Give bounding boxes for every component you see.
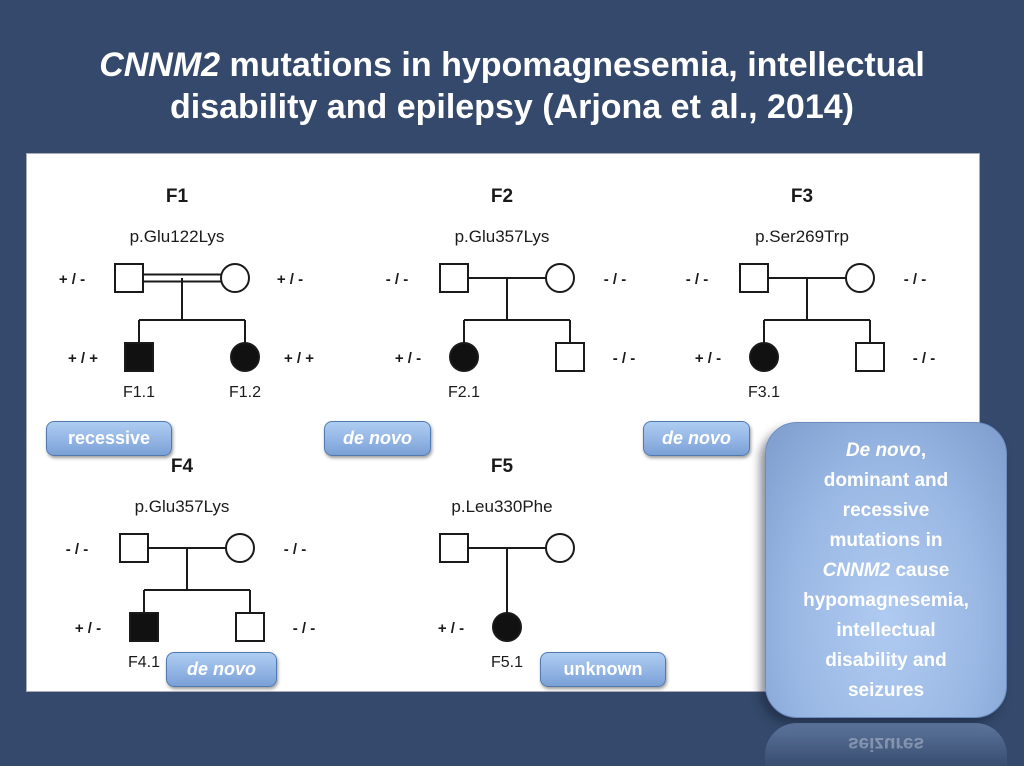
father-symbol [119,533,149,563]
callout-line: De novo, [766,436,1006,466]
callout-reflection: seizures [765,723,1007,766]
child-genotype-label: - / - [293,620,316,637]
text-segment: mutations in hypomagnesemia, intellectua… [220,46,925,84]
text-segment: cause [890,560,950,581]
child-name-label: F3.1 [748,384,780,401]
text-segment: seizures [847,680,925,701]
family-id-label: F5 [491,456,514,477]
child-genotype-label: + / - [75,620,101,637]
mutation-label: p.Glu122Lys [130,227,225,246]
family-id-label: F2 [491,186,513,207]
mother-symbol [225,533,255,563]
child-name-label: F4.1 [128,654,160,671]
father-genotype-label: - / - [386,271,409,288]
mother-symbol [545,533,575,563]
child-genotype-label: - / - [913,350,936,367]
mutation-label: p.Glu357Lys [455,227,550,246]
family-id-label: F1 [166,186,189,207]
child-name-label: F1.2 [229,384,261,401]
annotation-badge-de-novo: de novo [166,652,277,687]
child-genotype-label: - / - [613,350,636,367]
mother-symbol [845,263,875,293]
family-id-label: F3 [791,186,813,207]
mother-genotype-label: - / - [904,271,927,288]
child-symbol-f2.1 [449,342,479,372]
callout-line: disability and [766,646,1006,676]
text-segment: mutations in [829,530,943,551]
father-genotype-label: + / - [59,271,85,288]
slide-title: CNNM2 mutations in hypomagnesemia, intel… [30,44,994,128]
badge-label: de novo [186,659,256,679]
child-symbol-f4.1 [129,612,159,642]
callout-line: dominant and [766,466,1006,496]
text-segment: De novo [845,440,921,461]
child-genotype-label: + / + [284,350,314,367]
text-segment: intellectual [836,620,936,641]
child-name-label: F1.1 [123,384,155,401]
annotation-badge-de-novo: de novo [324,421,431,456]
title-line: disability and epilepsy (Arjona et al., … [30,86,994,128]
badge-label: de novo [661,428,731,448]
child-symbol-f1.2 [230,342,260,372]
father-symbol [439,263,469,293]
father-symbol [739,263,769,293]
text-segment: CNNM2 [99,46,221,84]
callout-reflection-text: seizures [847,733,925,754]
text-segment: CNNM2 [822,560,891,581]
mother-genotype-label: - / - [284,541,307,558]
mutation-label: p.Ser269Trp [755,227,849,246]
child-symbol-f1.1 [124,342,154,372]
text-segment: disability and [825,650,947,671]
pedigree-f4: F4 p.Glu357Lys - / - - / - + / - F4.1 - / - [66,456,316,671]
mother-genotype-label: + / - [277,271,303,288]
mother-symbol [220,263,250,293]
father-symbol [439,533,469,563]
badge-label: unknown [563,659,643,679]
text-segment: hypomagnesemia, [803,590,969,611]
family-id-label: F4 [171,456,194,477]
text-segment: disability and epilepsy (Arjona et al., … [169,88,854,126]
pedigree-f3: F3 p.Ser269Trp - / - - / - + / - F3.1 - / - [686,186,936,401]
child-symbol-unnamed [555,342,585,372]
father-symbol [114,263,144,293]
badge-label: de novo [342,428,412,448]
child-symbol-f5.1 [492,612,522,642]
mother-genotype-label: - / - [604,271,627,288]
text-segment: , [920,440,927,461]
pedigree-f1: F1 p.Glu122Lys + / - + / - + / + F1.1 + / + F1.… [59,186,314,401]
callout-box: De novo, dominant and recessive mutations i… [765,422,1007,718]
callout-line: seizures [766,676,1006,706]
child-symbol-f3.1 [749,342,779,372]
pedigree-f5: F5 p.Leu330Phe + / - F5.1 [438,456,575,671]
callout-line: CNNM2 cause [766,556,1006,586]
text-segment: dominant and [823,470,949,491]
child-symbol-unnamed [235,612,265,642]
mother-symbol [545,263,575,293]
text-segment: recessive [842,500,930,521]
pedigree-f2: F2 p.Glu357Lys - / - - / - + / - F2.1 - / - [386,186,636,401]
annotation-badge-recessive: recessive [46,421,172,456]
mutation-label: p.Leu330Phe [451,497,552,516]
callout-line: hypomagnesemia, [766,586,1006,616]
callout-line: recessive [766,496,1006,526]
callout-line: intellectual [766,616,1006,646]
mutation-label: p.Glu357Lys [135,497,230,516]
child-symbol-unnamed [855,342,885,372]
title-line: CNNM2 mutations in hypomagnesemia, intel… [30,44,994,86]
father-genotype-label: - / - [686,271,709,288]
child-name-label: F5.1 [491,654,523,671]
callout-line: mutations in [766,526,1006,556]
child-genotype-label: + / - [695,350,721,367]
father-genotype-label: - / - [66,541,89,558]
annotation-badge-de-novo: de novo [643,421,750,456]
child-genotype-label: + / - [438,620,464,637]
child-name-label: F2.1 [448,384,480,401]
badge-label: recessive [67,428,151,448]
child-genotype-label: + / + [68,350,98,367]
child-genotype-label: + / - [395,350,421,367]
annotation-badge-unknown: unknown [540,652,666,687]
